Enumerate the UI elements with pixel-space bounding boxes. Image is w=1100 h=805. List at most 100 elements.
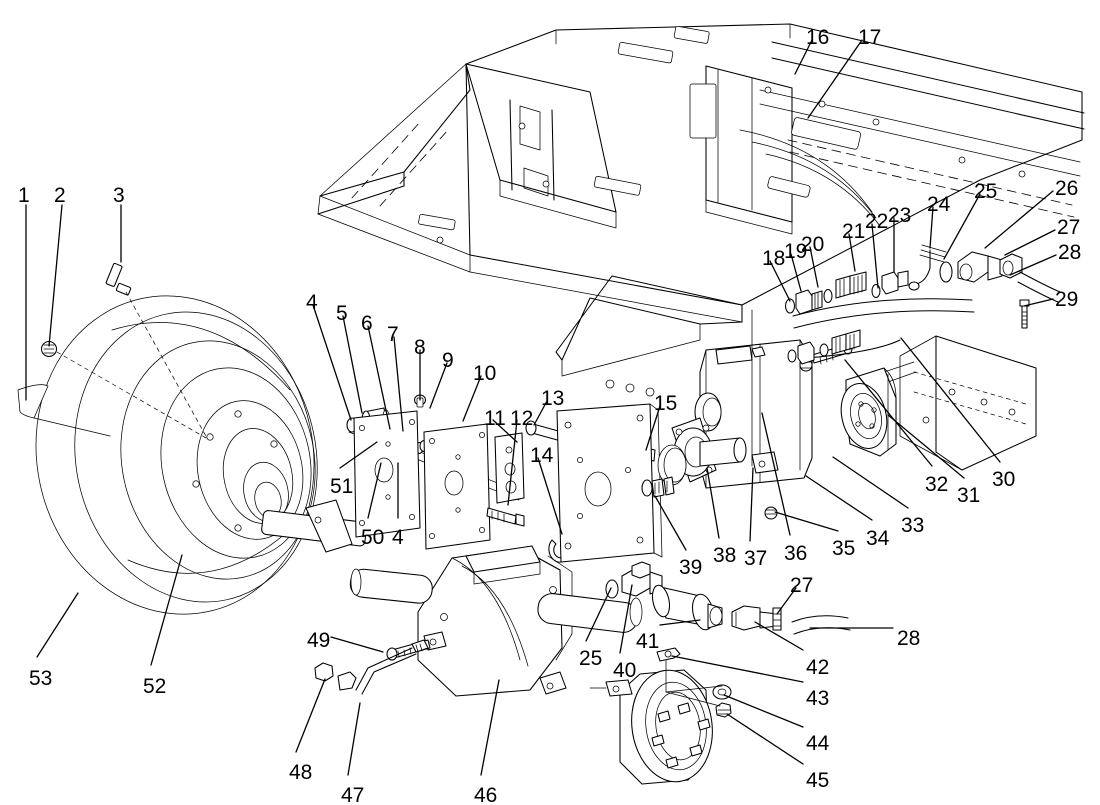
leader-line-45 [726,713,804,765]
callout-number-17: 17 [858,26,882,49]
callout-number-33: 33 [901,514,925,537]
leader-line-40 [619,584,633,654]
leader-line-20 [809,246,819,288]
leader-line-26 [984,190,1054,249]
leader-line-22 [871,223,879,289]
leader-line-32 [844,359,933,467]
callout-number-52: 52 [143,675,167,698]
hydraulic-fitting-chain [784,244,1061,365]
leader-line-4a [312,304,352,421]
callout-leaders [25,39,1057,776]
callout-number-7: 7 [387,323,399,346]
callout-number-51: 51 [330,475,354,498]
callout-number-25a: 25 [974,180,998,203]
leader-line-37 [749,467,754,542]
leader-line-19 [790,253,802,292]
leader-line-33 [832,456,909,509]
callout-number-4a: 4 [306,291,318,314]
leader-line-2 [48,204,63,347]
leader-line-25b [585,587,612,642]
callout-number-47: 47 [341,784,365,805]
callout-number-44: 44 [806,732,830,755]
leader-line-53 [36,592,79,658]
callout-number-27b: 27 [790,574,814,597]
leader-line-27b [776,587,797,615]
callout-number-45: 45 [806,769,830,792]
leader-line-41 [659,619,701,626]
callout-number-43: 43 [806,687,830,710]
callout-number-24: 24 [927,193,951,216]
callout-number-32: 32 [925,473,949,496]
callout-number-37: 37 [744,547,768,570]
leader-line-18 [769,260,791,302]
leader-line-52 [150,554,183,666]
callout-number-28b: 28 [897,627,921,650]
callout-number-18: 18 [762,247,786,270]
callout-number-25b: 25 [579,647,603,670]
callout-number-16: 16 [806,26,830,49]
leader-line-28a [1009,254,1057,276]
callout-number-50: 50 [361,526,385,549]
leader-line-36 [761,412,791,536]
callout-number-29: 29 [1055,288,1079,311]
leader-line-16 [794,39,813,75]
callout-number-8: 8 [414,336,426,359]
leader-line-13 [533,400,548,426]
leader-line-9 [429,362,448,409]
callout-number-48: 48 [289,761,313,784]
leader-line-50 [367,462,382,519]
leader-line-6 [367,325,391,430]
callout-number-14: 14 [530,444,554,467]
callout-number-4b: 4 [392,526,404,549]
leader-line-39 [654,495,687,551]
leader-line-11 [492,419,518,443]
leader-line-7 [393,336,404,432]
leader-line-25a [943,193,981,260]
callout-number-6: 6 [361,312,373,335]
leader-line-17 [807,39,863,119]
leader-line-15 [645,405,661,451]
callout-number-2: 2 [54,184,66,207]
callout-number-30: 30 [992,468,1016,491]
callout-number-23: 23 [888,204,912,227]
hydraulic-cylinder-assembly [605,561,851,635]
oil-filter [840,367,897,457]
leader-line-14 [537,457,563,535]
tire-and-wheel-assembly [17,262,368,615]
callout-number-19: 19 [784,240,808,263]
leader-line-12 [507,419,518,506]
chassis-frame [317,23,1085,471]
callout-number-27a: 27 [1057,216,1081,239]
callout-number-12: 12 [510,407,534,430]
callout-number-3: 3 [113,184,125,207]
leader-line-29 [1023,298,1054,307]
leader-line-42 [754,621,804,651]
leader-line-43 [671,655,804,683]
leader-line-51 [339,441,378,469]
leader-line-44 [723,694,804,728]
leader-line-49 [330,636,384,653]
callout-number-39: 39 [679,556,703,579]
leader-line-48 [295,678,326,753]
leader-line-30 [900,337,1001,463]
callout-number-11: 11 [484,407,506,430]
leader-line-10 [462,375,482,422]
callout-number-41: 41 [636,630,660,653]
callout-number-5: 5 [336,302,348,325]
callout-number-49: 49 [307,629,331,652]
callout-number-9: 9 [442,349,454,372]
leader-line-31 [887,414,965,479]
transaxle-mount-plate [556,403,663,563]
callout-number-42: 42 [806,656,830,679]
callout-number-26: 26 [1055,177,1079,200]
hydrostatic-pump [641,309,853,520]
leader-line-46 [480,679,500,776]
leader-line-5 [342,315,363,414]
callout-number-36: 36 [784,542,808,565]
callout-number-10: 10 [473,362,497,385]
callout-number-31: 31 [957,484,981,507]
leader-line-38 [706,467,720,539]
callout-number-1: 1 [18,184,30,207]
callout-number-34: 34 [866,527,890,550]
callout-number-53: 53 [29,667,53,690]
